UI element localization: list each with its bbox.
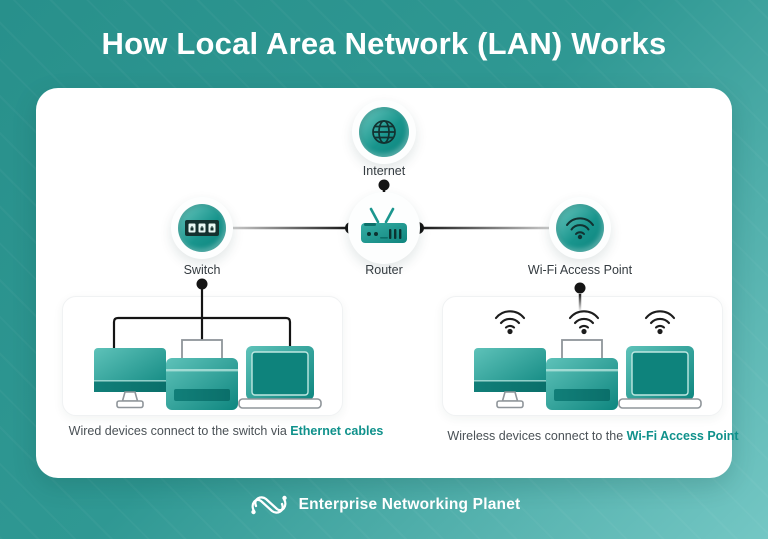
router-ap-link [412, 222, 549, 234]
desktop-monitor-icon [474, 348, 546, 409]
network-knot-icon [250, 495, 287, 515]
wired-caption-highlight: Ethernet cables [290, 424, 384, 438]
footer-brand-name: Enterprise Networking Planet [298, 496, 521, 513]
wired-caption: Wired devices connect to the switch via … [46, 424, 406, 438]
globe-icon [372, 120, 396, 144]
footer-brand: Enterprise Networking Planet [0, 492, 768, 518]
router-label: Router [365, 263, 403, 277]
wifi-ap-node [549, 197, 611, 259]
wifi-signal-icon [568, 310, 600, 335]
wifi-signal-icon [644, 310, 676, 335]
switch-ports-icon [185, 220, 219, 236]
printer-icon [546, 339, 618, 410]
wireless-caption: Wireless devices connect to the Wi-Fi Ac… [436, 429, 750, 443]
wifi-signal-icon [494, 310, 526, 335]
switch-router-link [233, 222, 357, 234]
switch-node [171, 197, 233, 259]
laptop-icon [618, 346, 702, 409]
laptop-icon [238, 346, 322, 409]
wireless-caption-text: Wireless devices connect to the [447, 429, 627, 443]
wifi-ap-label: Wi-Fi Access Point [527, 263, 633, 277]
switch-node-circle [178, 204, 226, 252]
page-title: How Local Area Network (LAN) Works [101, 26, 667, 61]
printer-icon [166, 339, 238, 410]
internet-node-circle [359, 107, 409, 157]
wired-caption-text: Wired devices connect to the switch via [68, 424, 291, 438]
wireless-caption-highlight: Wi-Fi Access Point [626, 429, 739, 443]
internet-node [352, 100, 416, 164]
router-icon [361, 207, 407, 243]
internet-label: Internet [362, 164, 406, 178]
wifi-icon [566, 217, 594, 240]
desktop-monitor-icon [94, 348, 166, 409]
diagram-card: Internet Switch [36, 88, 739, 478]
switch-label: Switch [183, 263, 221, 277]
router-node [348, 192, 420, 264]
wifi-ap-node-circle [556, 204, 604, 252]
